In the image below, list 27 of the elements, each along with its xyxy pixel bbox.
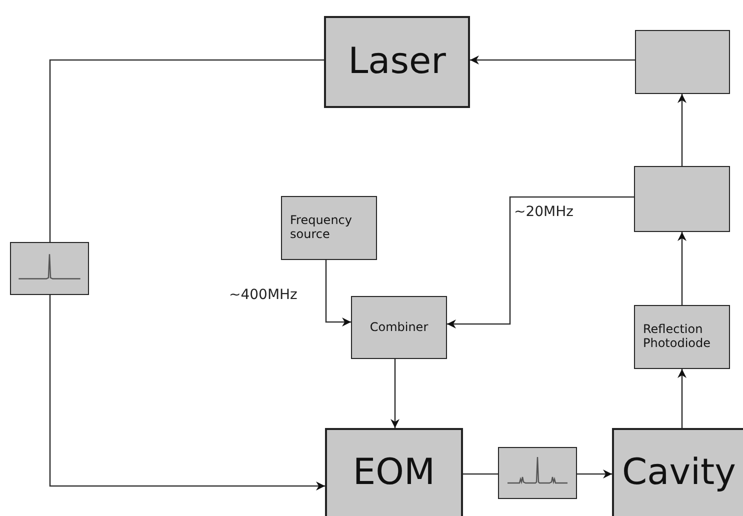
- arrow: [325, 260, 351, 326]
- block-label: Frequency source: [290, 214, 353, 242]
- block-label: EOM: [352, 452, 436, 494]
- block: [351, 296, 447, 359]
- arrow: [678, 232, 686, 305]
- block: [635, 30, 730, 94]
- block-label: Laser: [348, 41, 446, 83]
- arrow: [678, 94, 686, 166]
- spectrum-box: [10, 242, 89, 295]
- block: [325, 428, 463, 516]
- connector-line: [463, 473, 498, 475]
- spectrum-box: [498, 447, 577, 499]
- arrow: [390, 359, 400, 428]
- block: [612, 428, 743, 516]
- block-label: Combiner: [370, 320, 428, 334]
- block: [634, 166, 730, 232]
- block: [324, 16, 470, 108]
- arrow: [49, 295, 325, 490]
- arrow: [447, 196, 634, 328]
- block: [634, 305, 730, 369]
- arrow: [577, 470, 612, 478]
- arrow: [678, 369, 686, 428]
- block-label: Cavity: [622, 452, 736, 494]
- connector-line: [49, 59, 324, 242]
- arrow: [470, 56, 635, 64]
- block: [281, 196, 377, 260]
- block-label: Reflection Photodiode: [643, 323, 712, 351]
